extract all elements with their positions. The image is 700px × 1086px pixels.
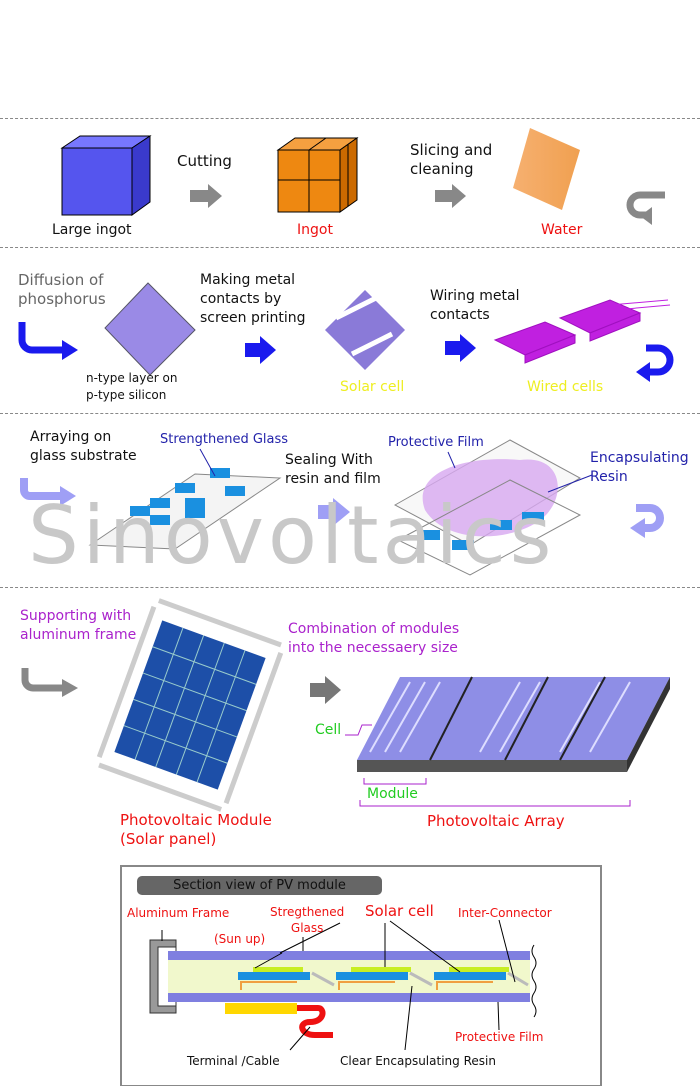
divider (0, 413, 700, 414)
u-turn-arrow-icon (20, 478, 60, 500)
watermark: Sinovoltaics (28, 489, 556, 582)
arrow-icon (445, 334, 476, 362)
label-module: Module (367, 786, 418, 802)
label-solar-cell: Solar cell (340, 379, 405, 395)
label-strengthened-glass: Strengthened Glass (160, 432, 289, 447)
label-combination: Combination of modules into the necessae… (288, 621, 460, 656)
divider (0, 587, 700, 588)
label-diffusion: Diffusion of phosphorus (18, 271, 106, 308)
arrow-icon (245, 336, 276, 364)
label-arraying: Arraying on glass substrate (30, 429, 137, 464)
label-wiring: Wiring metal contacts (430, 288, 520, 323)
label-protective-film: Protective Film (388, 435, 484, 450)
label-ingot: Ingot (297, 222, 333, 238)
divider (0, 118, 700, 119)
u-turn-arrow-icon (18, 322, 62, 354)
solar-panel (96, 598, 284, 812)
label-sealing: Sealing With resin and film (285, 452, 381, 487)
n-type-wafer (104, 282, 196, 376)
label-cell: Cell (315, 722, 342, 738)
label-wired-cells: Wired cells (527, 379, 604, 395)
label-large-ingot: Large ingot (52, 222, 132, 238)
label-pv-array: Photovoltaic Array (427, 812, 565, 830)
u-turn-arrow-icon (636, 504, 664, 532)
arrow-icon (318, 498, 350, 526)
u-turn-arrow-icon (646, 344, 674, 376)
label-inter-connector: Inter-Connector (458, 906, 552, 920)
label-aluminum-frame: Aluminum Frame (127, 906, 230, 920)
label-pv-module: Photovoltaic Module (Solar panel) (120, 811, 272, 848)
wafer (513, 128, 580, 210)
solar-cell-wafer (325, 290, 405, 370)
label-slicing: Slicing and cleaning (410, 141, 493, 178)
large-ingot-cube (60, 135, 152, 216)
u-turn-arrow-icon (626, 191, 665, 219)
label-terminal: Terminal /Cable (187, 1054, 280, 1068)
ingot-cube (276, 137, 359, 213)
label-sun-up: (Sun up) (214, 932, 266, 946)
label-metal-contacts: Making metal contacts by screen printing (200, 272, 306, 326)
arrow-icon (310, 676, 341, 704)
label-supporting: Supporting with aluminum frame (20, 608, 137, 643)
arrow-icon (190, 184, 222, 208)
label-cutting: Cutting (177, 152, 232, 170)
arrow-icon (435, 184, 466, 208)
u-turn-arrow-icon (21, 668, 62, 692)
label-glass: Stregthened Glass (270, 905, 345, 935)
label-solar-cell-section: Solar cell (365, 902, 434, 920)
label-protective-film-section: Protective Film (455, 1030, 544, 1044)
section-view-graphic (149, 919, 537, 1051)
label-resin: Clear Encapsulating Resin (340, 1054, 496, 1068)
label-encapsulating-resin: Encapsulating Resin (590, 450, 689, 485)
label-layer: n-type layer on p-type silicon (86, 371, 178, 402)
label-water: Water (541, 222, 583, 238)
section-title: Section view of PV module (137, 876, 382, 895)
arrayed-cells (130, 468, 245, 525)
divider (0, 247, 700, 248)
wired-cells (493, 299, 671, 364)
pv-array (357, 676, 670, 772)
